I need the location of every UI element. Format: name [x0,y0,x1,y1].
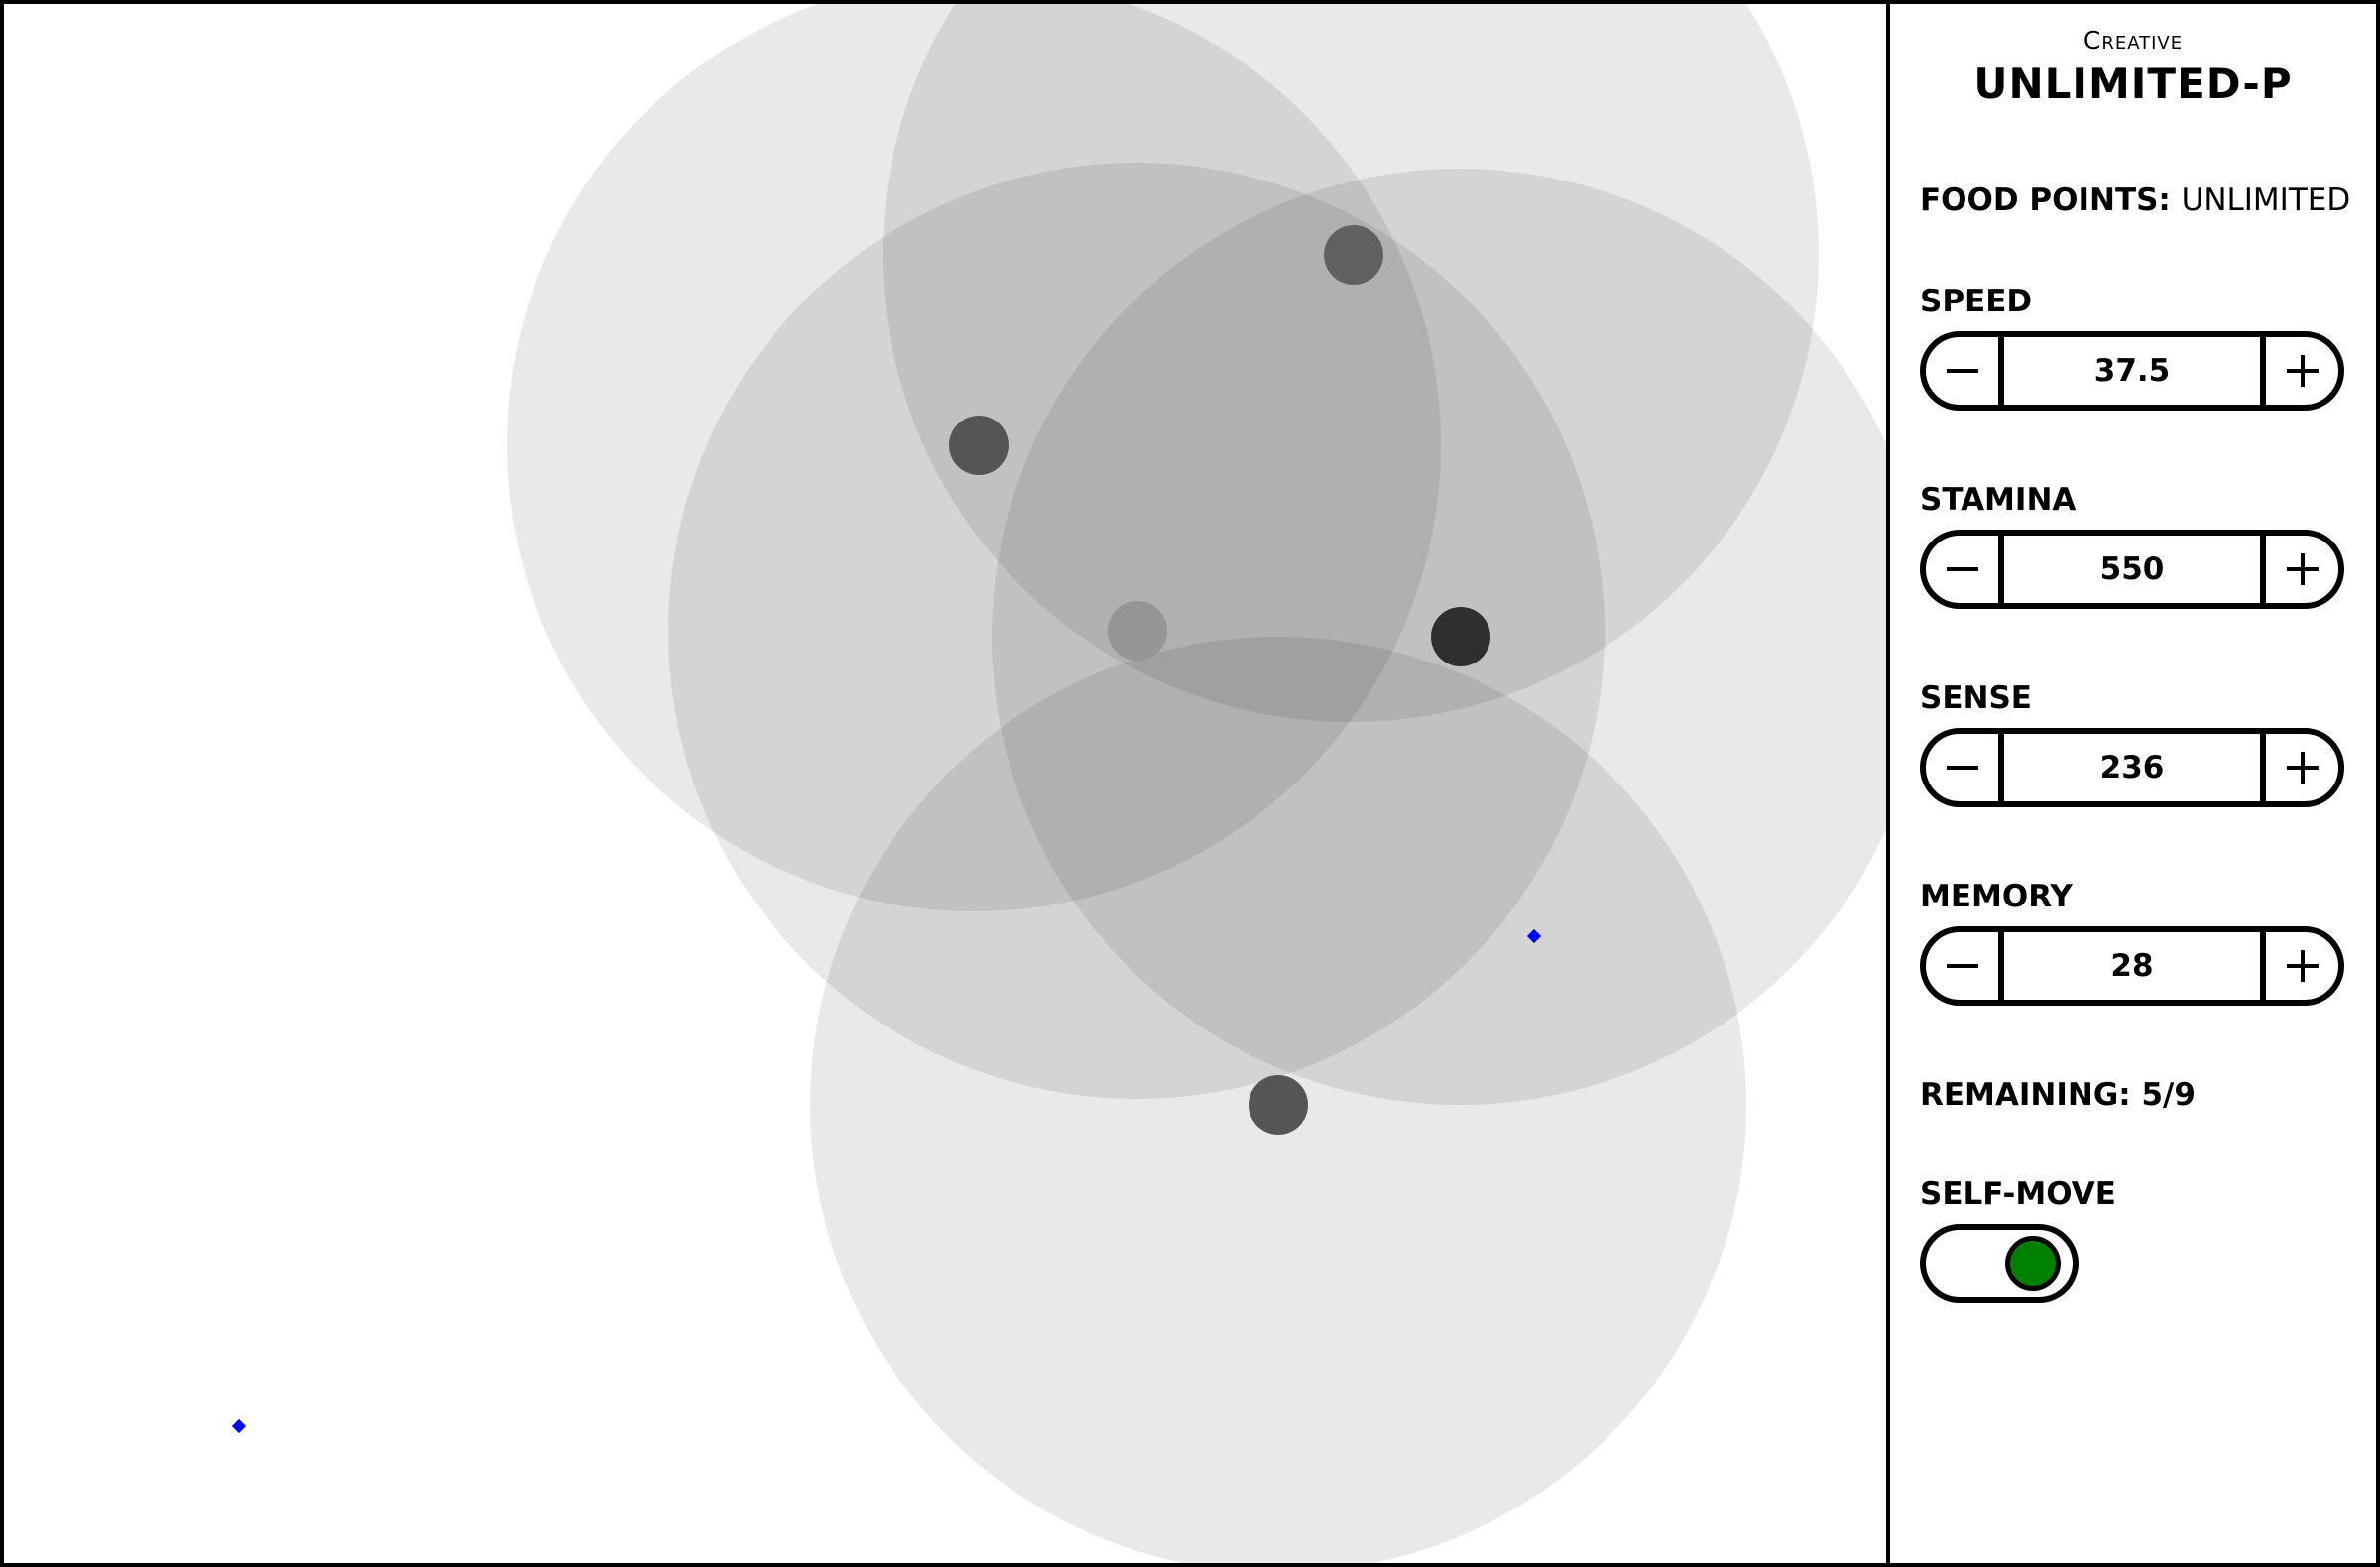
self-move-label: SELF-MOVE [1920,1176,2116,1212]
creature[interactable] [1249,1075,1308,1135]
self-move-toggle[interactable] [1920,1224,2079,1303]
food-points-label: FOOD POINTS: [1920,182,2171,218]
toggle-knob [2005,1236,2061,1291]
game-mode-label: Creative [2082,26,2184,55]
memory-value: 28 [2110,948,2154,984]
plus-icon [2286,950,2319,982]
memory-decrease-button[interactable] [1926,932,2004,1000]
speed-label: SPEED [1920,284,2033,319]
food-points: FOOD POINTS: UNLIMITED [1920,182,2350,218]
speed-decrease-button[interactable] [1926,337,2004,405]
creature[interactable] [1324,225,1383,285]
speed-value: 37.5 [2093,353,2171,389]
sense-stepper: 236 [1920,728,2344,807]
minus-icon [1946,766,1978,770]
stamina-label: STAMINA [1920,482,2077,518]
sense-increase-button[interactable] [2260,734,2338,801]
stamina-value: 550 [2099,551,2165,587]
stamina-increase-button[interactable] [2260,536,2338,603]
food-pellet [231,1418,247,1434]
simulation-arena[interactable] [4,4,1886,1563]
plus-icon [2286,752,2319,784]
arena-canvas [231,4,1886,1563]
sense-radius [883,4,1819,722]
memory-increase-button[interactable] [2260,932,2338,1000]
memory-stepper: 28 [1920,926,2344,1006]
stamina-stepper: 550 [1920,530,2344,609]
sense-value: 236 [2099,750,2165,785]
creature[interactable] [949,416,1009,475]
memory-label: MEMORY [1920,879,2073,914]
creature[interactable] [1431,607,1490,666]
food-pellet [1526,928,1542,944]
plus-icon [2286,355,2319,387]
minus-icon [1946,369,1978,373]
food-points-value: UNLIMITED [2181,182,2351,218]
speed-increase-button[interactable] [2260,337,2338,405]
sense-label: SENSE [1920,680,2032,716]
minus-icon [1946,964,1978,968]
sense-decrease-button[interactable] [1926,734,2004,801]
preset-title: UNLIMITED-P [1973,60,2293,108]
control-panel: Creative UNLIMITED-P FOOD POINTS: UNLIMI… [1886,4,2376,1563]
remaining-count: REMAINING: 5/9 [1920,1077,2196,1113]
stamina-decrease-button[interactable] [1926,536,2004,603]
plus-icon [2286,553,2319,585]
minus-icon [1946,567,1978,571]
creature[interactable] [1108,601,1167,661]
speed-stepper: 37.5 [1920,331,2344,411]
